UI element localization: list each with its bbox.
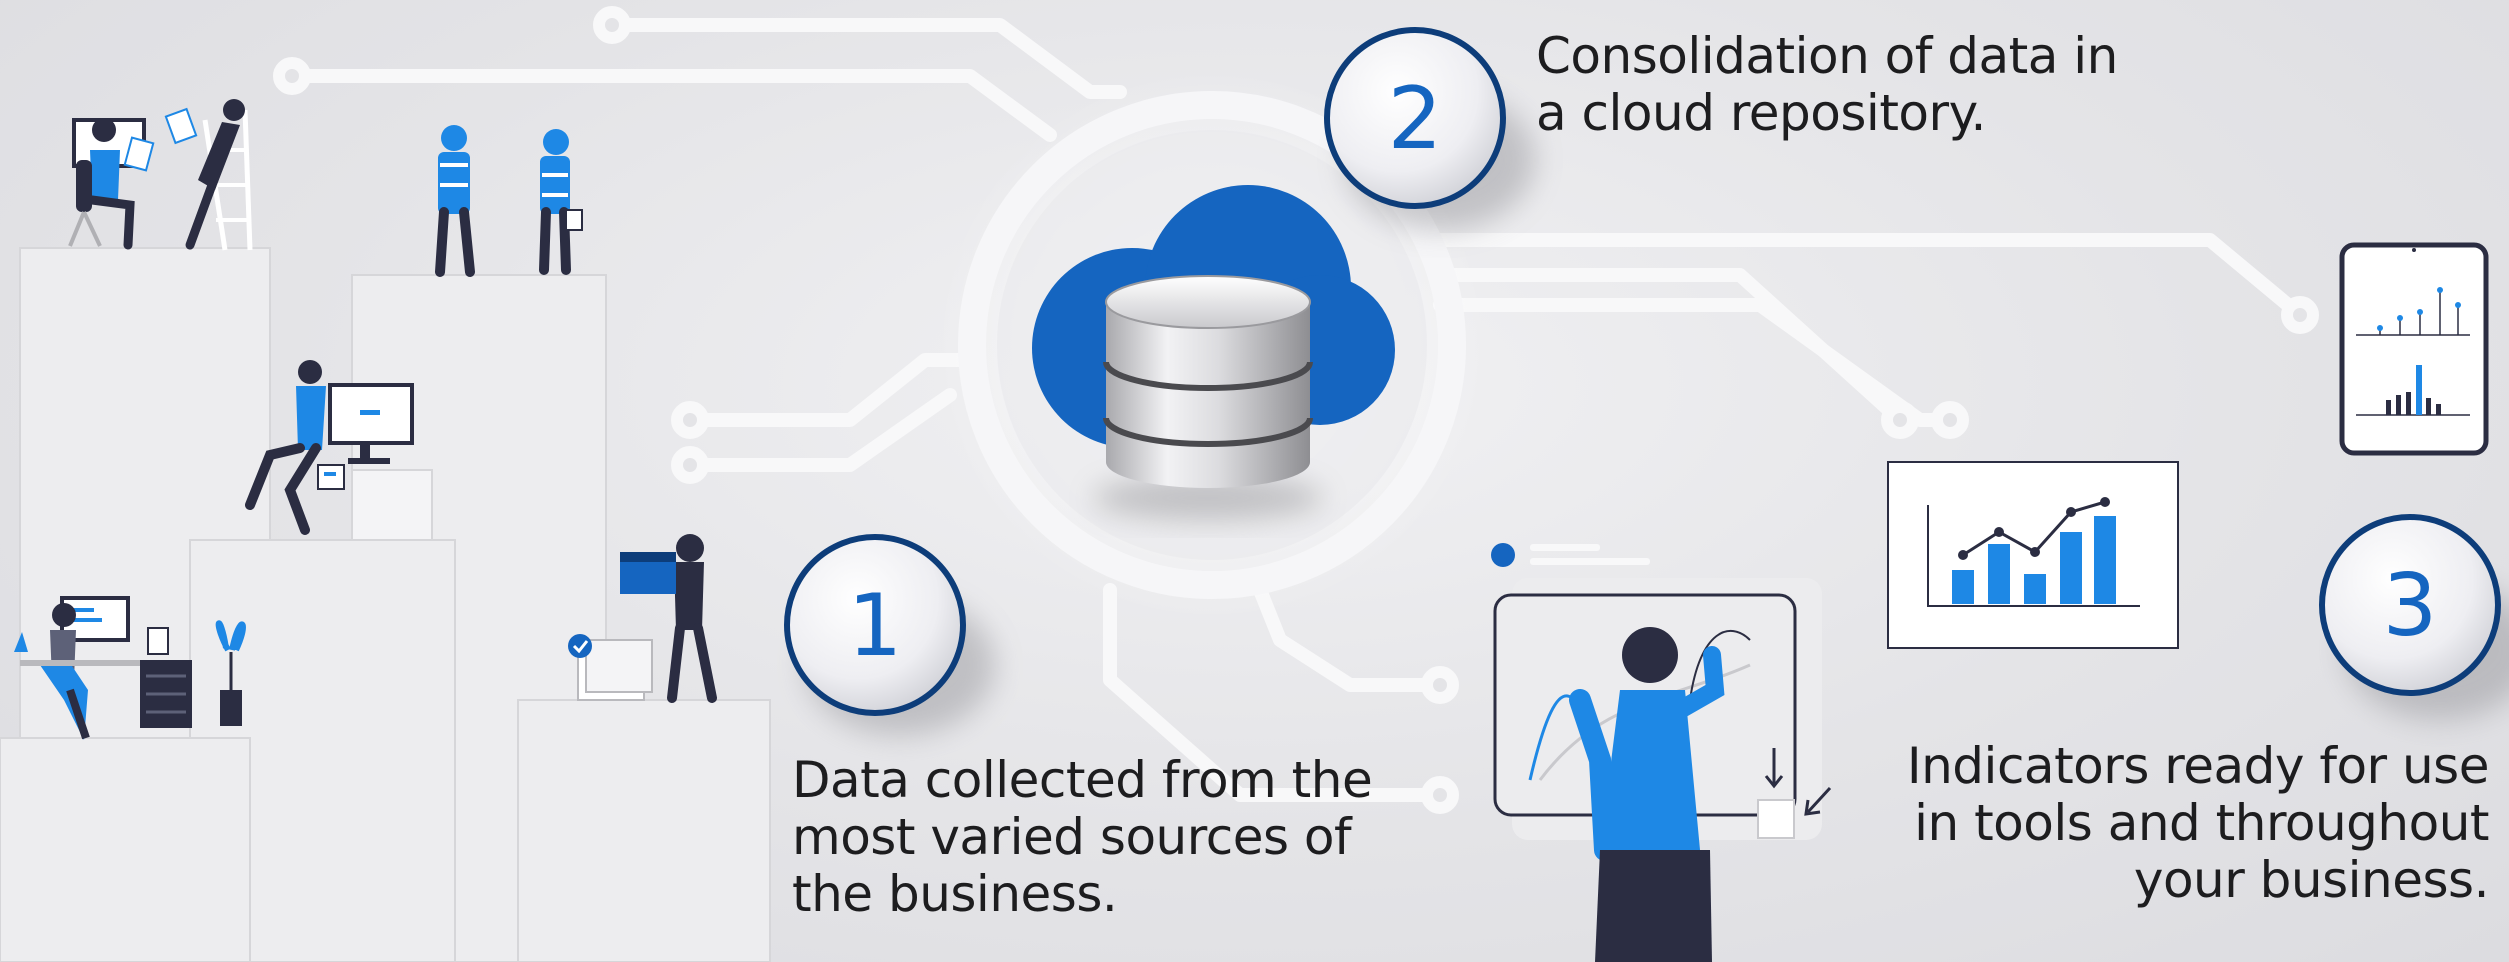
circuit-nodes [273, 6, 2319, 814]
seated-woman-figure [20, 596, 150, 740]
step-1-line-2: most varied sources of [792, 808, 1352, 866]
box-carrier-figure [568, 534, 717, 703]
step-2-line-1: Consolidation of data in [1536, 27, 2118, 85]
ladder-worker-figure [123, 99, 253, 251]
whiteboard-presenter [1491, 543, 1832, 962]
step-3-number: 3 [2383, 556, 2438, 656]
helmet-workers-figures [435, 125, 583, 277]
step-1-description: Data collected from the most varied sour… [792, 751, 1373, 923]
step-3-line-1: Indicators ready for use [1906, 737, 2490, 795]
step-1-line-3: the business. [792, 865, 1118, 923]
step-2-line-2: a cloud repository. [1536, 84, 1986, 142]
step-2-number: 2 [1388, 69, 1443, 169]
step-1-line-1: Data collected from the [792, 751, 1373, 809]
step-2-description: Consolidation of data in a cloud reposit… [1536, 28, 2118, 142]
step-3-line-3: your business. [2133, 851, 2490, 909]
cloud-database-hub [937, 70, 1487, 620]
cabinet-and-plant [14, 620, 246, 728]
database-icon [1093, 275, 1323, 520]
tablet-dashboard [2339, 242, 2489, 456]
workers-illustration [0, 99, 771, 962]
bar-line-chart-card [1887, 461, 2179, 649]
monitor-worker-figure [245, 360, 414, 535]
small-box [351, 469, 433, 541]
step-badge-1: 1 [784, 534, 995, 735]
check-icon [568, 634, 592, 658]
step-3-line-2: in tools and throughout [1914, 794, 2489, 852]
step-1-number: 1 [848, 576, 903, 676]
step-3-description: Indicators ready for use in tools and th… [1906, 737, 2490, 909]
step-badge-3: 3 [2319, 514, 2509, 720]
step-badge-2: 2 [1324, 27, 1535, 230]
